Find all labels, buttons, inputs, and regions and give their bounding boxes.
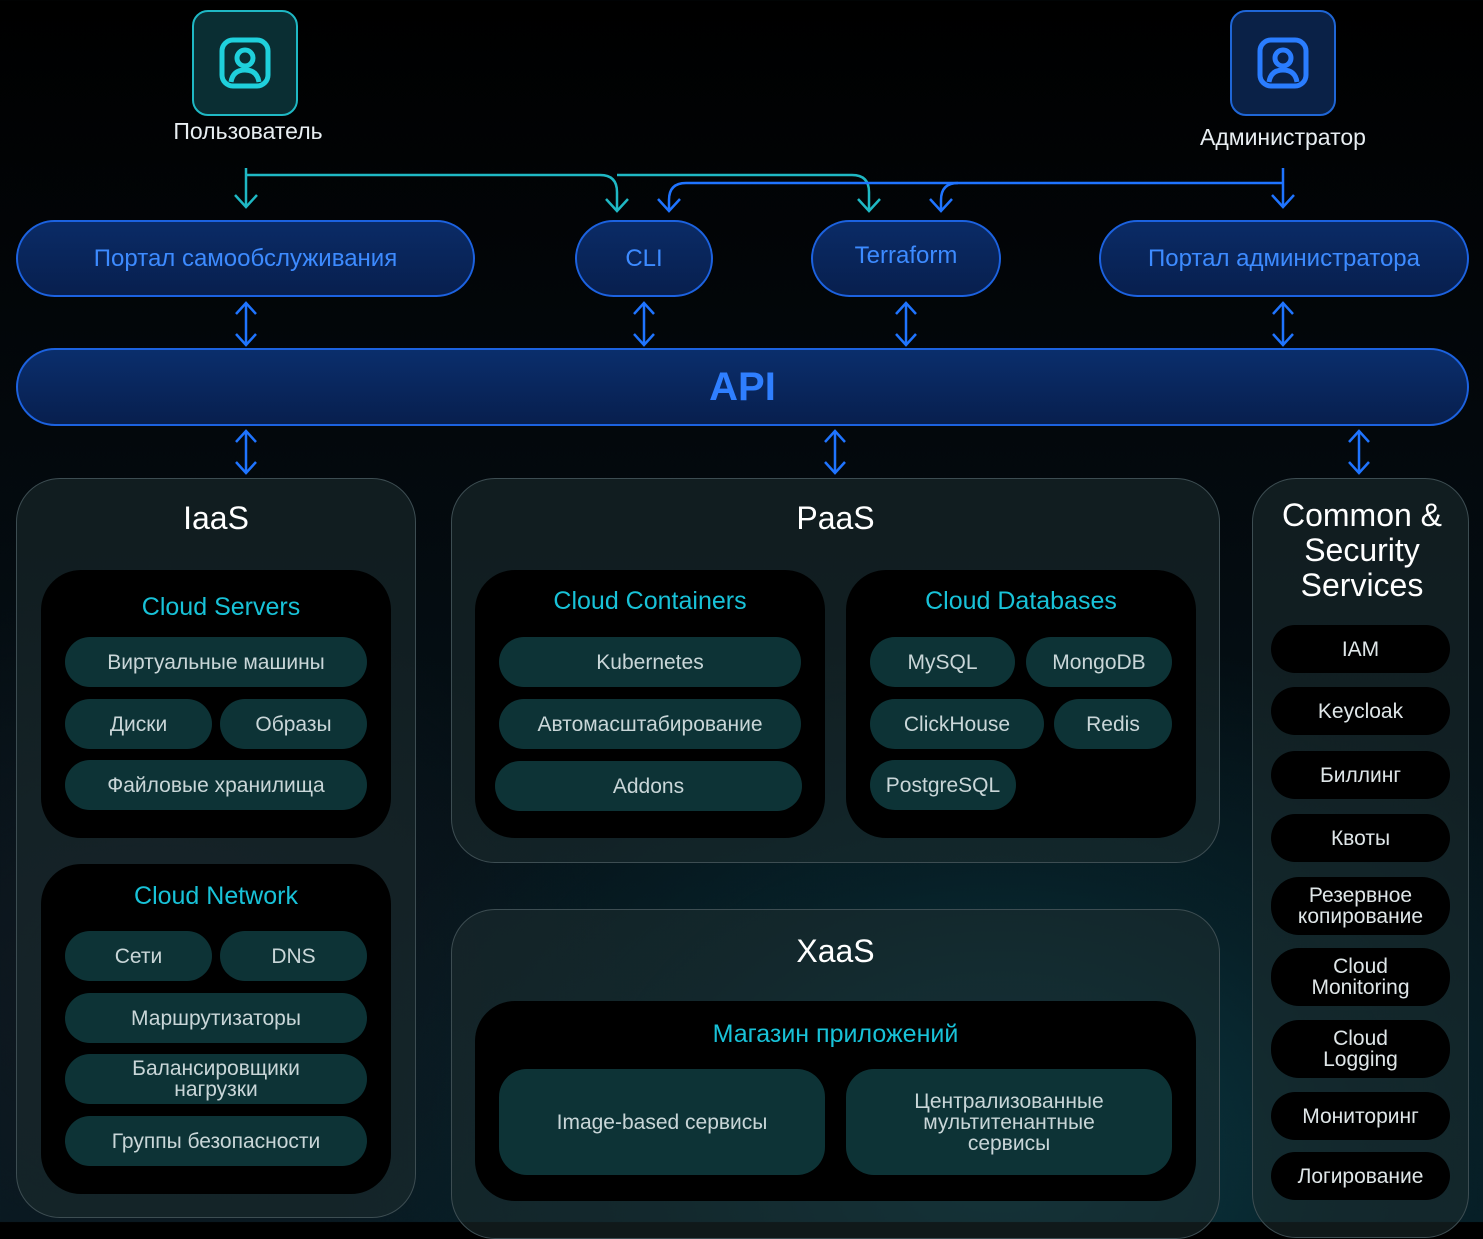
terraform-node[interactable]: Terraform [811,220,1001,297]
chip-routers[interactable]: Маршрутизаторы [65,993,367,1043]
user-icon [1257,37,1309,89]
chip-postgresql[interactable]: PostgreSQL [870,760,1016,810]
api-bar[interactable]: API [16,348,1469,426]
api-group-arrows [235,429,1370,475]
chip-virtual-machines[interactable]: Виртуальные машины [65,637,367,687]
svc-quotas[interactable]: Квоты [1271,814,1450,862]
chip-disks[interactable]: Диски [65,699,212,749]
svc-logging[interactable]: Логирование [1271,1152,1450,1200]
chip-images[interactable]: Образы [220,699,367,749]
chip-security-groups[interactable]: Группы безопасности [65,1116,367,1166]
user-label: Пользователь [173,118,323,144]
cloud-databases-title: Cloud Databases [925,587,1117,615]
admin-connector [657,168,1295,213]
chip-addons[interactable]: Addons [495,761,802,811]
chip-redis[interactable]: Redis [1054,699,1172,749]
admin-actor [1230,10,1336,116]
user-icon [219,37,271,89]
svc-cloud-logging[interactable]: Cloud Logging [1271,1020,1450,1078]
interface-api-arrows [235,301,1294,347]
cloud-servers-title: Cloud Servers [141,593,301,621]
svc-backup[interactable]: Резервное копирование [1271,877,1450,935]
chip-multitenant-services[interactable]: Централизованные мультитенантные сервисы [846,1069,1172,1175]
chip-dns[interactable]: DNS [220,931,367,981]
user-actor [192,10,298,116]
chip-kubernetes[interactable]: Kubernetes [499,637,801,687]
svc-iam[interactable]: IAM [1271,625,1450,673]
svc-monitoring[interactable]: Мониторинг [1271,1092,1450,1140]
admin-portal[interactable]: Портал администратора [1099,220,1469,297]
chip-autoscaling[interactable]: Автомасштабирование [499,699,801,749]
common-security-title: Common & Security Services [1281,497,1443,603]
chip-image-based-services[interactable]: Image-based сервисы [499,1069,825,1175]
chip-mysql[interactable]: MySQL [870,637,1015,687]
iaas-title: IaaS [183,500,249,536]
user-connector [234,168,881,213]
cloud-network-title: Cloud Network [134,882,298,910]
chip-load-balancers[interactable]: Балансировщики нагрузки [65,1054,367,1104]
svc-billing[interactable]: Биллинг [1271,751,1450,799]
paas-title: PaaS [796,500,875,536]
chip-networks[interactable]: Сети [65,931,212,981]
cli-node[interactable]: CLI [575,220,713,297]
xaas-title: XaaS [796,933,875,969]
chip-file-storage[interactable]: Файловые хранилища [65,760,367,810]
admin-label: Администратор [1200,124,1366,150]
chip-mongodb[interactable]: MongoDB [1026,637,1172,687]
self-service-portal[interactable]: Портал самообслуживания [16,220,475,297]
svc-keycloak[interactable]: Keycloak [1271,687,1450,735]
chip-clickhouse[interactable]: ClickHouse [870,699,1044,749]
svc-cloud-monitoring[interactable]: Cloud Monitoring [1271,948,1450,1006]
cloud-containers-title: Cloud Containers [553,587,747,615]
app-store-title: Магазин приложений [712,1020,959,1048]
